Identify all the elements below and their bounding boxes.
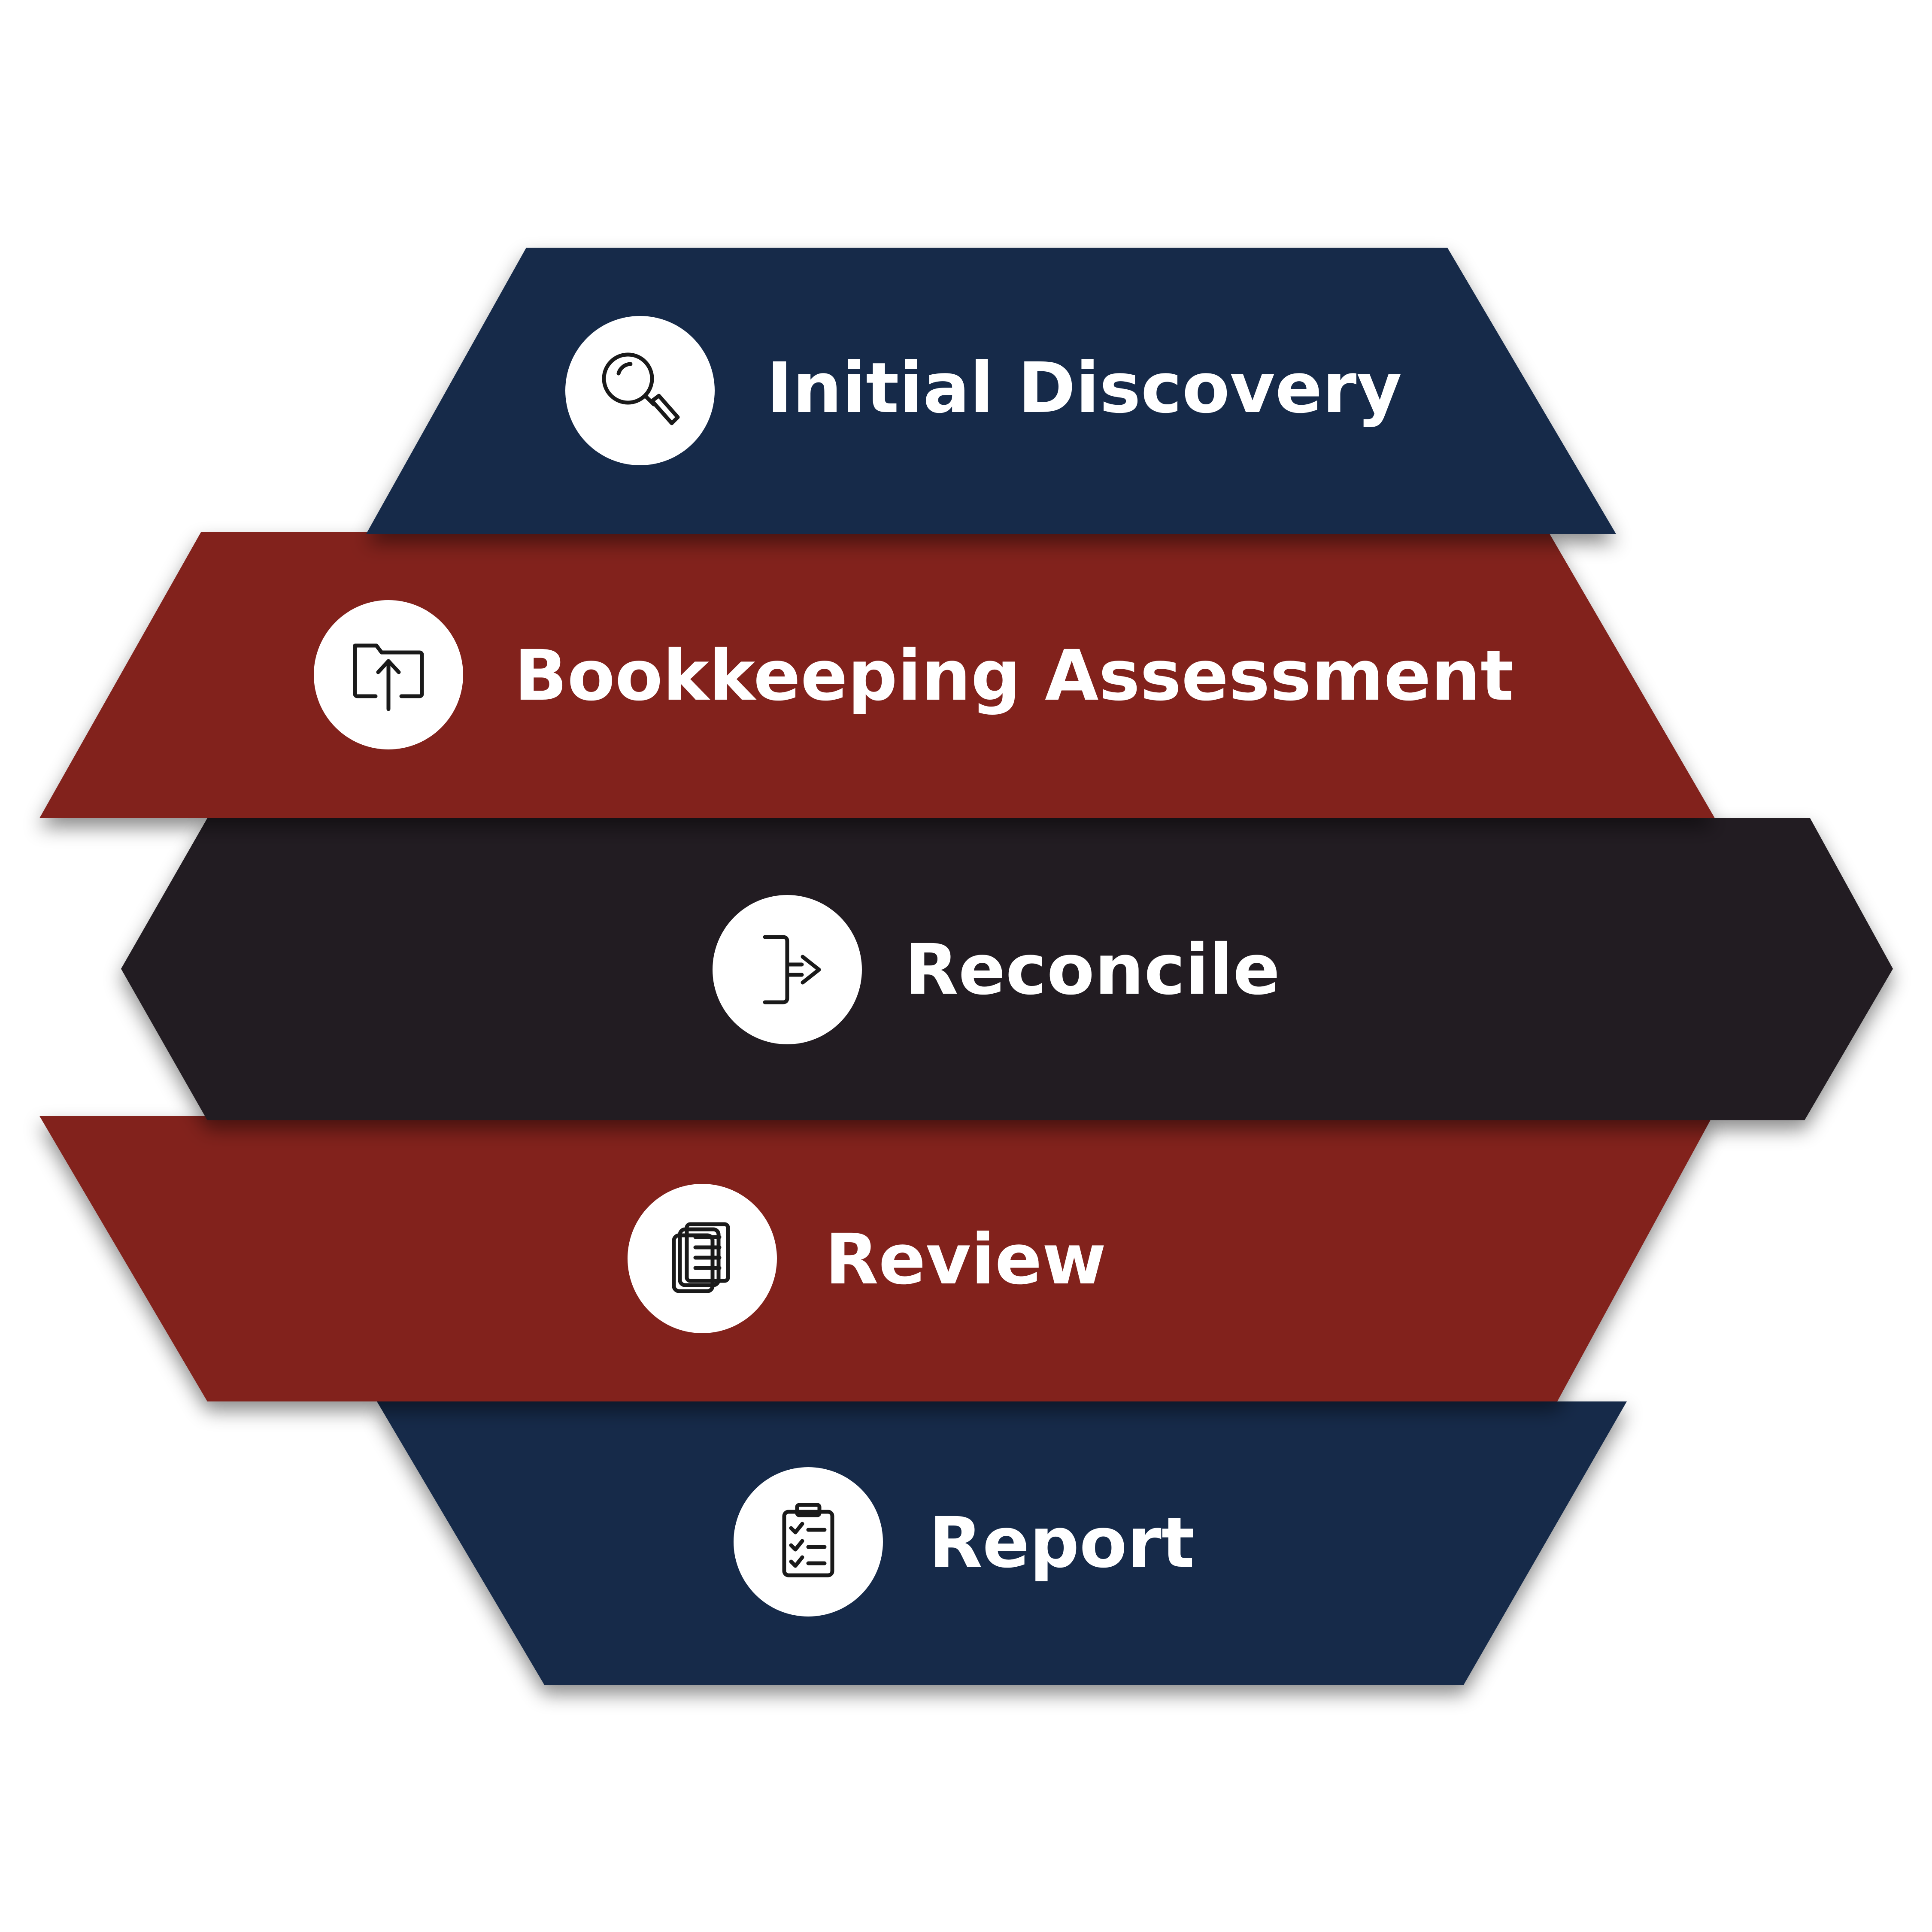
- step-bookkeeping-assessment: Bookkeeping Assessment: [39, 532, 1715, 818]
- stacked-documents-icon: [672, 1222, 730, 1293]
- folder-upload-icon: [353, 643, 424, 711]
- step-review-label: Review: [825, 1219, 1106, 1300]
- step-report-band: [377, 1401, 1627, 1685]
- step-review-band: [39, 1116, 1713, 1401]
- step-initial-discovery: Initial Discovery: [366, 248, 1616, 534]
- step-report-icon-circle: [734, 1467, 883, 1617]
- step-report: Report: [377, 1401, 1627, 1685]
- exit-arrow-icon: [763, 935, 821, 1004]
- step-reconcile-band: [121, 818, 1893, 1120]
- step-reconcile-label: Reconcile: [905, 930, 1280, 1010]
- magnifier-icon: [602, 352, 680, 425]
- step-review: Review: [39, 1116, 1713, 1401]
- step-bookkeeping-assessment-band: [39, 532, 1715, 818]
- checklist-clipboard-icon: [782, 1503, 834, 1577]
- step-initial-discovery-band: [366, 248, 1616, 534]
- step-initial-discovery-icon-circle: [565, 316, 715, 465]
- step-bookkeeping-assessment-label: Bookkeeping Assessment: [514, 636, 1514, 716]
- step-reconcile: Reconcile: [121, 818, 1893, 1120]
- step-report-label: Report: [929, 1503, 1195, 1583]
- step-initial-discovery-label: Initial Discovery: [767, 348, 1402, 429]
